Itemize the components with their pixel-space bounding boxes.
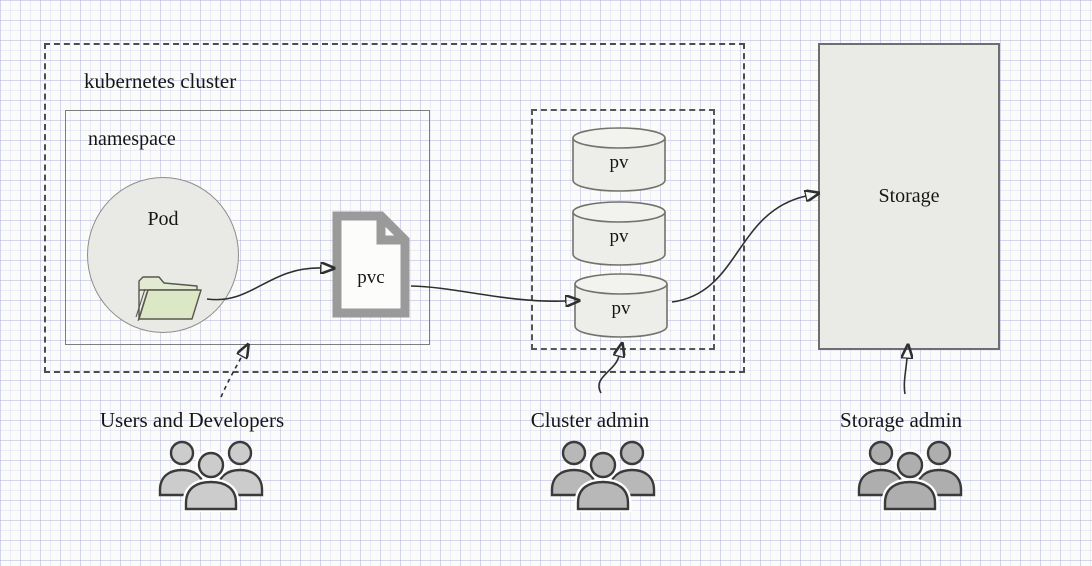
database-cylinder-icon [574,273,668,338]
open-folder-icon [135,276,202,322]
users-and-developers-label: Users and Developers [99,408,285,432]
pod-label: Pod [147,208,179,230]
pv-label: pv [609,226,629,247]
users-group-icon [855,438,965,512]
pv-node-2[interactable]: pv [571,200,667,266]
storage-label: Storage [878,185,940,207]
connector-storage-admin-to-storage [904,358,907,395]
storage-admin-label: Storage admin [840,408,962,432]
cluster-admin-label: Cluster admin [530,408,650,432]
document-icon [332,211,410,318]
pv-label: pv [609,152,629,173]
storage-node[interactable]: Storage [818,43,1000,350]
pv-label: pv [611,298,631,319]
database-cylinder-icon [572,201,666,266]
namespace-label: namespace [88,128,176,150]
database-cylinder-icon [572,127,666,192]
pvc-node[interactable]: pvc [331,211,411,318]
pv-node-1[interactable]: pv [571,126,667,192]
pv-node-3[interactable]: pv [573,272,669,338]
users-group-icon [156,438,266,512]
users-group-icon [548,438,658,512]
kubernetes-cluster-label: kubernetes cluster [84,69,237,93]
pvc-label: pvc [357,267,385,288]
